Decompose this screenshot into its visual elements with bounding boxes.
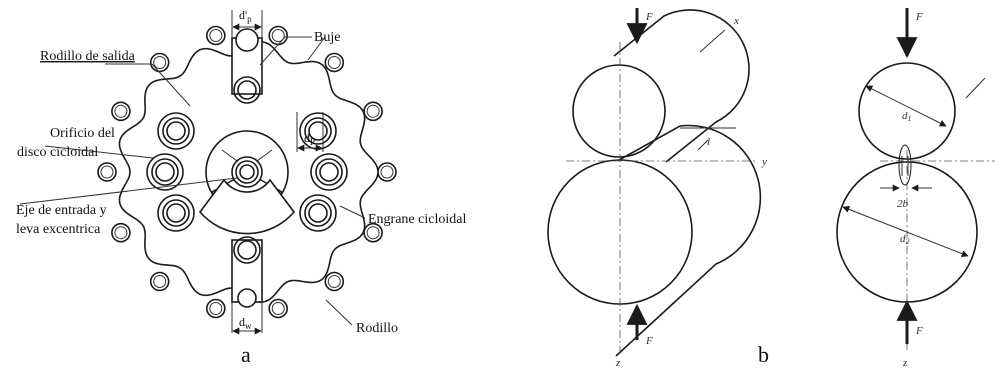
roller-label: Rodillo — [356, 321, 398, 336]
output-roller-ring — [308, 203, 328, 223]
bottom-output-roller — [231, 236, 263, 308]
outer-roller-inner — [271, 29, 285, 42]
input-shaft-label-line1: Eje de entrada y — [16, 203, 107, 218]
output-roller-ring — [315, 158, 343, 186]
input-shaft-label-line2: leva excentrica — [16, 222, 101, 237]
output-roller-ring — [166, 121, 186, 141]
cylinder-contact-side-view: 2b d1 d2 F F z — [836, 8, 995, 368]
outer-roller-inner — [153, 56, 167, 69]
top-output-roller — [231, 28, 263, 104]
output-roller-ring — [304, 117, 332, 145]
dp-label: dP — [304, 131, 315, 147]
outer-roller-inner — [271, 302, 285, 315]
caption-b: b — [758, 342, 769, 367]
axis-z-right-label: z — [902, 357, 908, 368]
caption-a: a — [241, 342, 251, 367]
output-roller-ring — [166, 203, 186, 223]
d1-label: d1 — [902, 110, 912, 123]
force-top-right-label: F — [915, 11, 923, 23]
dimension-dp-prime: d'p — [231, 8, 263, 38]
force-top-label: F — [645, 11, 653, 23]
outer-roller-inner — [327, 56, 341, 69]
output-roller-ring — [151, 158, 179, 186]
disk-holes-group — [146, 112, 348, 232]
eccentric-cam — [198, 130, 296, 235]
output-roller-ring — [308, 121, 328, 141]
outer-roller-inner — [209, 302, 223, 315]
bushing-label: Buje — [314, 30, 340, 45]
output-roller-ring — [319, 162, 339, 182]
cycloidal-drive-diagram: d'p dP dw Rodillo de sali — [16, 8, 466, 367]
outer-roller-inner — [366, 226, 380, 240]
outer-roller-inner — [153, 275, 167, 288]
output-roller-ring — [162, 199, 190, 227]
dp-prime-label: d'p — [239, 8, 252, 24]
contact-width-label: 2b — [897, 198, 909, 210]
d2-label: d2 — [900, 233, 910, 246]
cylinder-contact-perspective: F F x y z l — [547, 8, 767, 368]
length-label: l — [707, 136, 710, 148]
force-bottom-right-label: F — [915, 325, 923, 337]
disk-hole-label-line1: Orificio del — [50, 126, 115, 141]
output-roller-ring — [155, 162, 175, 182]
cycloidal-gear-label: Engrane cicloidal — [368, 212, 466, 227]
dimension-dw: dw — [231, 302, 263, 335]
outer-roller-inner — [380, 165, 394, 179]
output-roller-label: Rodillo de salida — [40, 49, 136, 64]
axis-y-label: y — [761, 156, 767, 168]
dimension-dp: dP — [296, 112, 324, 152]
outer-roller-inner — [366, 104, 380, 118]
outer-roller-inner — [114, 226, 128, 240]
disk-hole-label-line2: disco cicloidal — [17, 145, 98, 160]
outer-roller-inner — [209, 29, 223, 42]
axis-z-label: z — [615, 357, 621, 368]
outer-roller-ring — [97, 25, 397, 319]
force-bottom-label: F — [645, 335, 653, 347]
dw-label: dw — [239, 315, 252, 331]
output-roller-ring — [304, 199, 332, 227]
outer-roller-inner — [114, 104, 128, 118]
outer-roller-inner — [100, 165, 114, 179]
axis-x-label: x — [733, 15, 739, 27]
leader-lines — [19, 36, 366, 326]
output-roller-ring — [162, 117, 190, 145]
outer-roller-inner — [327, 275, 341, 288]
